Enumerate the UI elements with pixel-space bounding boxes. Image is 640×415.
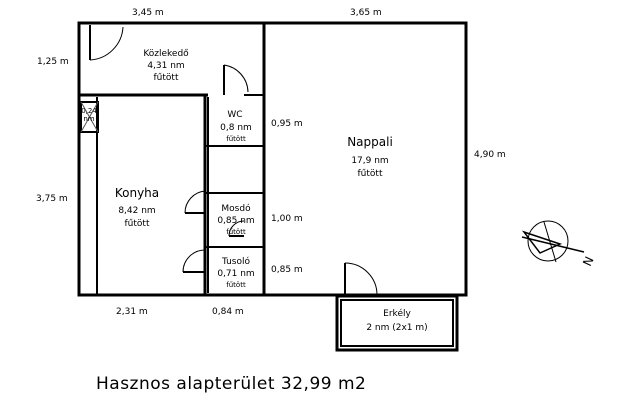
room-kozlekedo-name: Közlekedő [143, 49, 189, 59]
room-mosdo-name: Mosdó [221, 203, 251, 214]
dim-right: 4,90 m [474, 150, 506, 160]
room-nappali-name: Nappali [347, 135, 393, 149]
room-mosdo-status: fűtött [226, 227, 246, 236]
room-mosdo: Mosdó 0,85 nm fűtött [217, 203, 254, 236]
dim-left-mid: 3,75 m [36, 194, 68, 204]
room-konyha-area: 8,42 nm [118, 206, 155, 216]
dim-bottom-left: 2,31 m [116, 307, 148, 317]
room-konyha-status: fűtött [125, 219, 150, 229]
door-tusolo [182, 249, 206, 273]
dimension-labels: 3,45 m 3,65 m 1,25 m 3,75 m 2,31 m 0,84 … [36, 8, 506, 317]
room-wc-area: 0,8 nm [220, 123, 252, 133]
room-konyha-name: Konyha [115, 186, 159, 200]
room-tusolo-status: fűtött [226, 280, 246, 289]
room-mosdo-area: 0,85 nm [217, 216, 254, 226]
outer-wall [77, 21, 468, 297]
room-wc: WC 0,8 nm fűtött [220, 110, 252, 143]
room-wc-status: fűtött [226, 134, 246, 143]
north-arrow-icon: N [521, 220, 597, 268]
room-tusolo-name: Tusoló [221, 256, 251, 267]
dim-left-top: 1,25 m [37, 57, 69, 67]
room-tusolo-area: 0,71 nm [217, 269, 254, 279]
room-kamra-area: 0,24 [81, 107, 97, 115]
dim-top-left: 3,45 m [132, 8, 164, 18]
kamra-hatch [80, 101, 99, 133]
dim-mosdo-side: 1,00 m [271, 214, 303, 224]
room-erkely-name: Erkély [383, 308, 411, 319]
door-wc [223, 64, 249, 95]
room-nappali-status: fűtött [358, 169, 383, 179]
room-kozlekedo-area: 4,31 nm [147, 61, 184, 71]
erkely-outline [335, 294, 459, 352]
door-mosdo [228, 220, 245, 237]
door-entrance [89, 25, 124, 61]
dim-top-right: 3,65 m [350, 8, 382, 18]
room-kamra-unit: nm [83, 115, 94, 123]
total-area: Hasznos alapterület 32,99 m2 [96, 374, 366, 394]
room-nappali: Nappali 17,9 nm fűtött [347, 135, 393, 179]
erkely-inner [340, 299, 454, 347]
walls [77, 21, 468, 297]
dim-bottom-mid: 0,84 m [212, 307, 244, 317]
room-tusolo: Tusoló 0,71 nm fűtött [217, 256, 254, 289]
dim-tusolo-side: 0,85 m [271, 265, 303, 275]
room-konyha: Konyha 8,42 nm fűtött [115, 186, 159, 229]
room-kamra: 0,24 nm [81, 107, 97, 123]
door-balcony [344, 262, 378, 296]
room-wc-name: WC [227, 110, 242, 120]
room-erkely-area: 2 nm (2x1 m) [366, 323, 427, 333]
room-kozlekedo-status: fűtött [154, 73, 179, 83]
room-erkely: Erkély 2 nm (2x1 m) [366, 308, 427, 333]
kamra-box [80, 101, 99, 133]
room-nappali-area: 17,9 nm [351, 156, 388, 166]
room-kozlekedo: Közlekedő 4,31 nm fűtött [143, 49, 189, 83]
north-letter: N [580, 254, 596, 268]
door-konyha [184, 190, 206, 214]
dim-wc-side: 0,95 m [271, 119, 303, 129]
